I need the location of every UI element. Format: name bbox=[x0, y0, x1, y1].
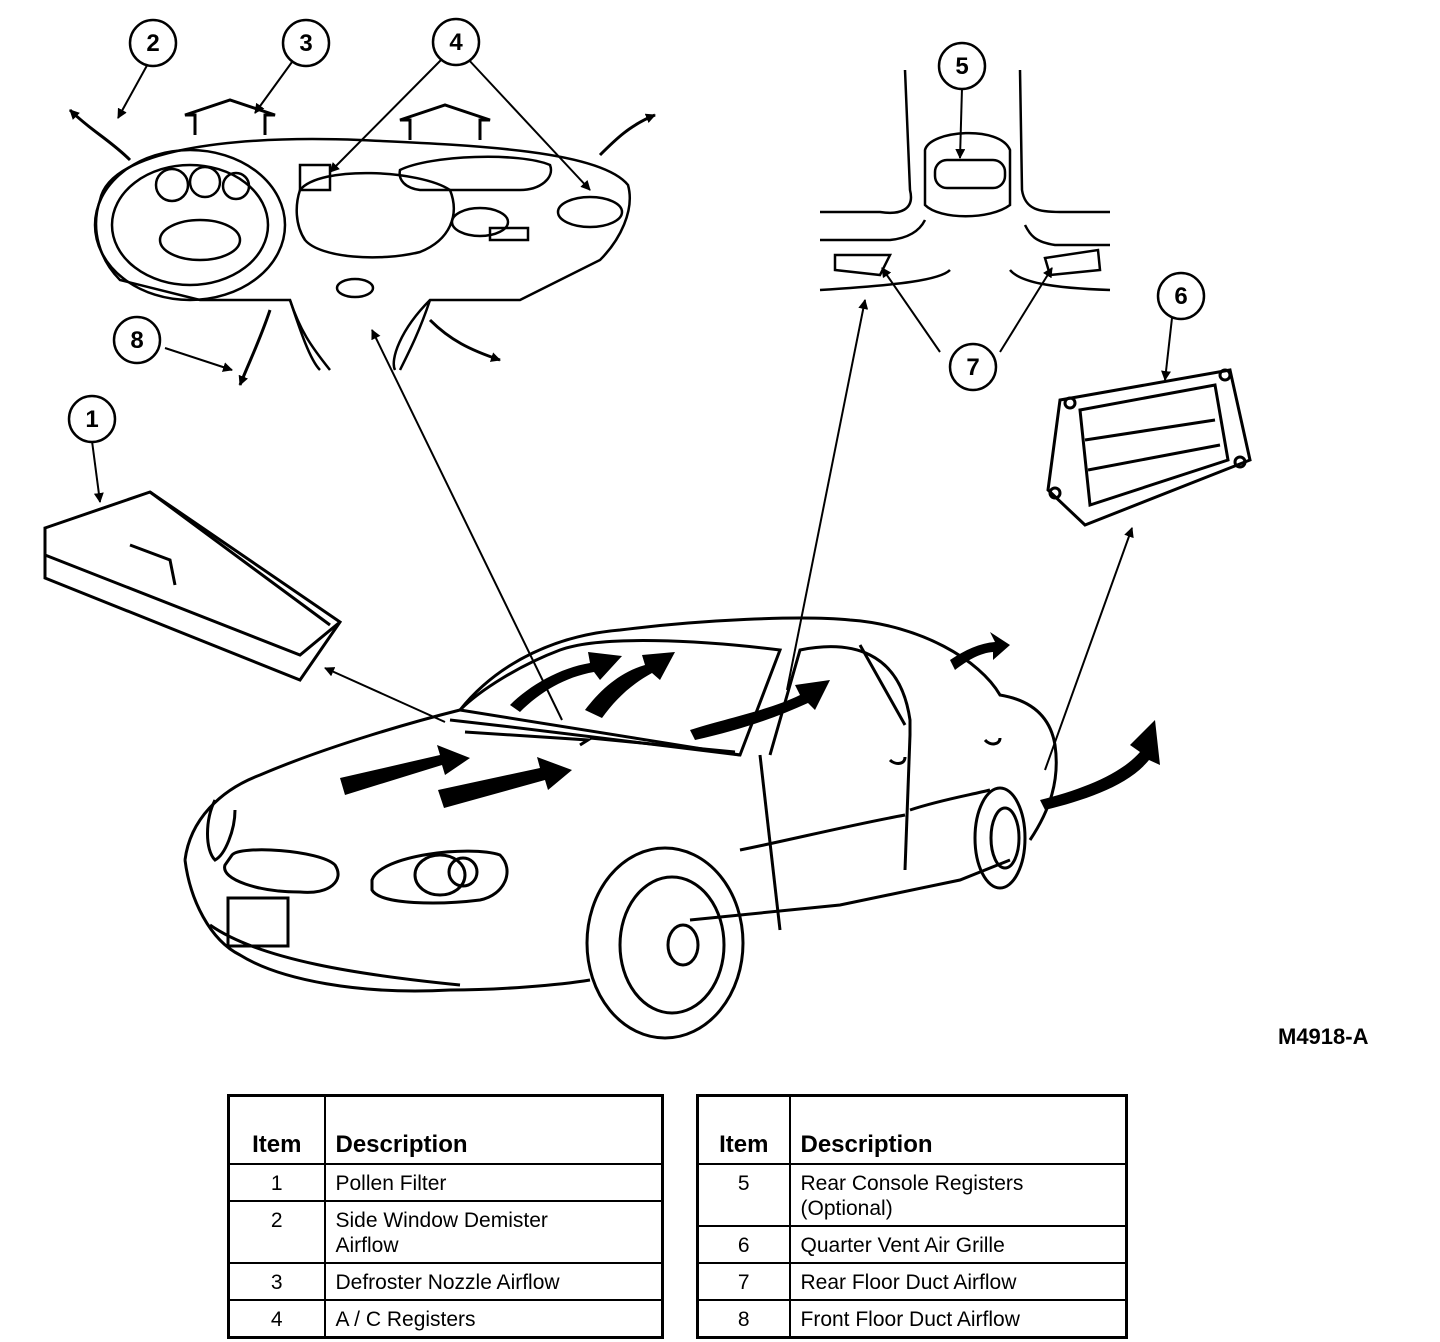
callout-1: 1 bbox=[67, 394, 117, 444]
item-cell: 1 bbox=[227, 1163, 326, 1202]
item-cell: 4 bbox=[227, 1299, 326, 1339]
instrument-panel-drawing bbox=[93, 137, 631, 371]
svg-text:3: 3 bbox=[299, 30, 312, 57]
item-header: Item bbox=[696, 1094, 791, 1165]
item-cell: 5 bbox=[696, 1163, 791, 1227]
callout-4: 4 bbox=[431, 17, 481, 67]
description-cell: Quarter Vent Air Grille bbox=[788, 1225, 1128, 1264]
legend-header-row: Item Description bbox=[227, 1094, 664, 1165]
description-cell: Defroster Nozzle Airflow bbox=[323, 1262, 664, 1301]
callout-2: 2 bbox=[128, 18, 178, 68]
callout-3: 3 bbox=[281, 18, 331, 68]
svg-text:6: 6 bbox=[1174, 283, 1187, 310]
figure-code: M4918-A bbox=[1278, 1024, 1369, 1049]
callout-8: 8 bbox=[112, 315, 162, 365]
leader-lines bbox=[91, 57, 1173, 771]
table-row: 1 Pollen Filter bbox=[227, 1163, 664, 1202]
description-header: Description bbox=[788, 1094, 1128, 1165]
svg-text:2: 2 bbox=[146, 30, 159, 57]
description-cell: Rear Floor Duct Airflow bbox=[788, 1262, 1128, 1301]
rear-console-drawing bbox=[819, 69, 1111, 292]
description-cell: Rear Console Registers (Optional) bbox=[788, 1163, 1128, 1227]
table-row: 7 Rear Floor Duct Airflow bbox=[696, 1262, 1128, 1301]
item-cell: 7 bbox=[696, 1262, 791, 1301]
table-row: 3 Defroster Nozzle Airflow bbox=[227, 1262, 664, 1301]
item-cell: 8 bbox=[696, 1299, 791, 1339]
description-cell: Front Floor Duct Airflow bbox=[788, 1299, 1128, 1339]
callout-5: 5 bbox=[937, 41, 987, 91]
callout-6: 6 bbox=[1156, 271, 1206, 321]
svg-text:4: 4 bbox=[449, 29, 463, 56]
table-row: 8 Front Floor Duct Airflow bbox=[696, 1299, 1128, 1339]
legend-table-right: Item Description 5 Rear Console Register… bbox=[696, 1094, 1128, 1339]
description-cell: A / C Registers bbox=[323, 1299, 664, 1339]
svg-text:7: 7 bbox=[966, 354, 979, 381]
item-cell: 6 bbox=[696, 1225, 791, 1264]
svg-text:8: 8 bbox=[130, 327, 143, 354]
legend-header-row: Item Description bbox=[696, 1094, 1128, 1165]
quarter-vent-grille-drawing bbox=[1046, 368, 1252, 527]
callout-7: 7 bbox=[948, 342, 998, 392]
description-cell: Side Window Demister Airflow bbox=[323, 1200, 664, 1264]
item-header: Item bbox=[227, 1094, 326, 1165]
description-cell: Pollen Filter bbox=[323, 1163, 664, 1202]
pollen-filter-drawing bbox=[43, 490, 343, 682]
table-row: 2 Side Window Demister Airflow bbox=[227, 1200, 664, 1264]
table-row: 5 Rear Console Registers (Optional) bbox=[696, 1163, 1128, 1227]
item-cell: 2 bbox=[227, 1200, 326, 1264]
airflow-arrows-car bbox=[340, 632, 1160, 810]
sedan-car-drawing bbox=[183, 616, 1058, 1040]
airflow-arrows-panel bbox=[68, 98, 656, 386]
table-row: 6 Quarter Vent Air Grille bbox=[696, 1225, 1128, 1264]
svg-text:5: 5 bbox=[955, 53, 968, 80]
table-row: 4 A / C Registers bbox=[227, 1299, 664, 1339]
svg-text:1: 1 bbox=[85, 406, 98, 433]
description-header: Description bbox=[323, 1094, 664, 1165]
item-cell: 3 bbox=[227, 1262, 326, 1301]
legend-table-left: Item Description 1 Pollen Filter 2 Side … bbox=[227, 1094, 664, 1339]
